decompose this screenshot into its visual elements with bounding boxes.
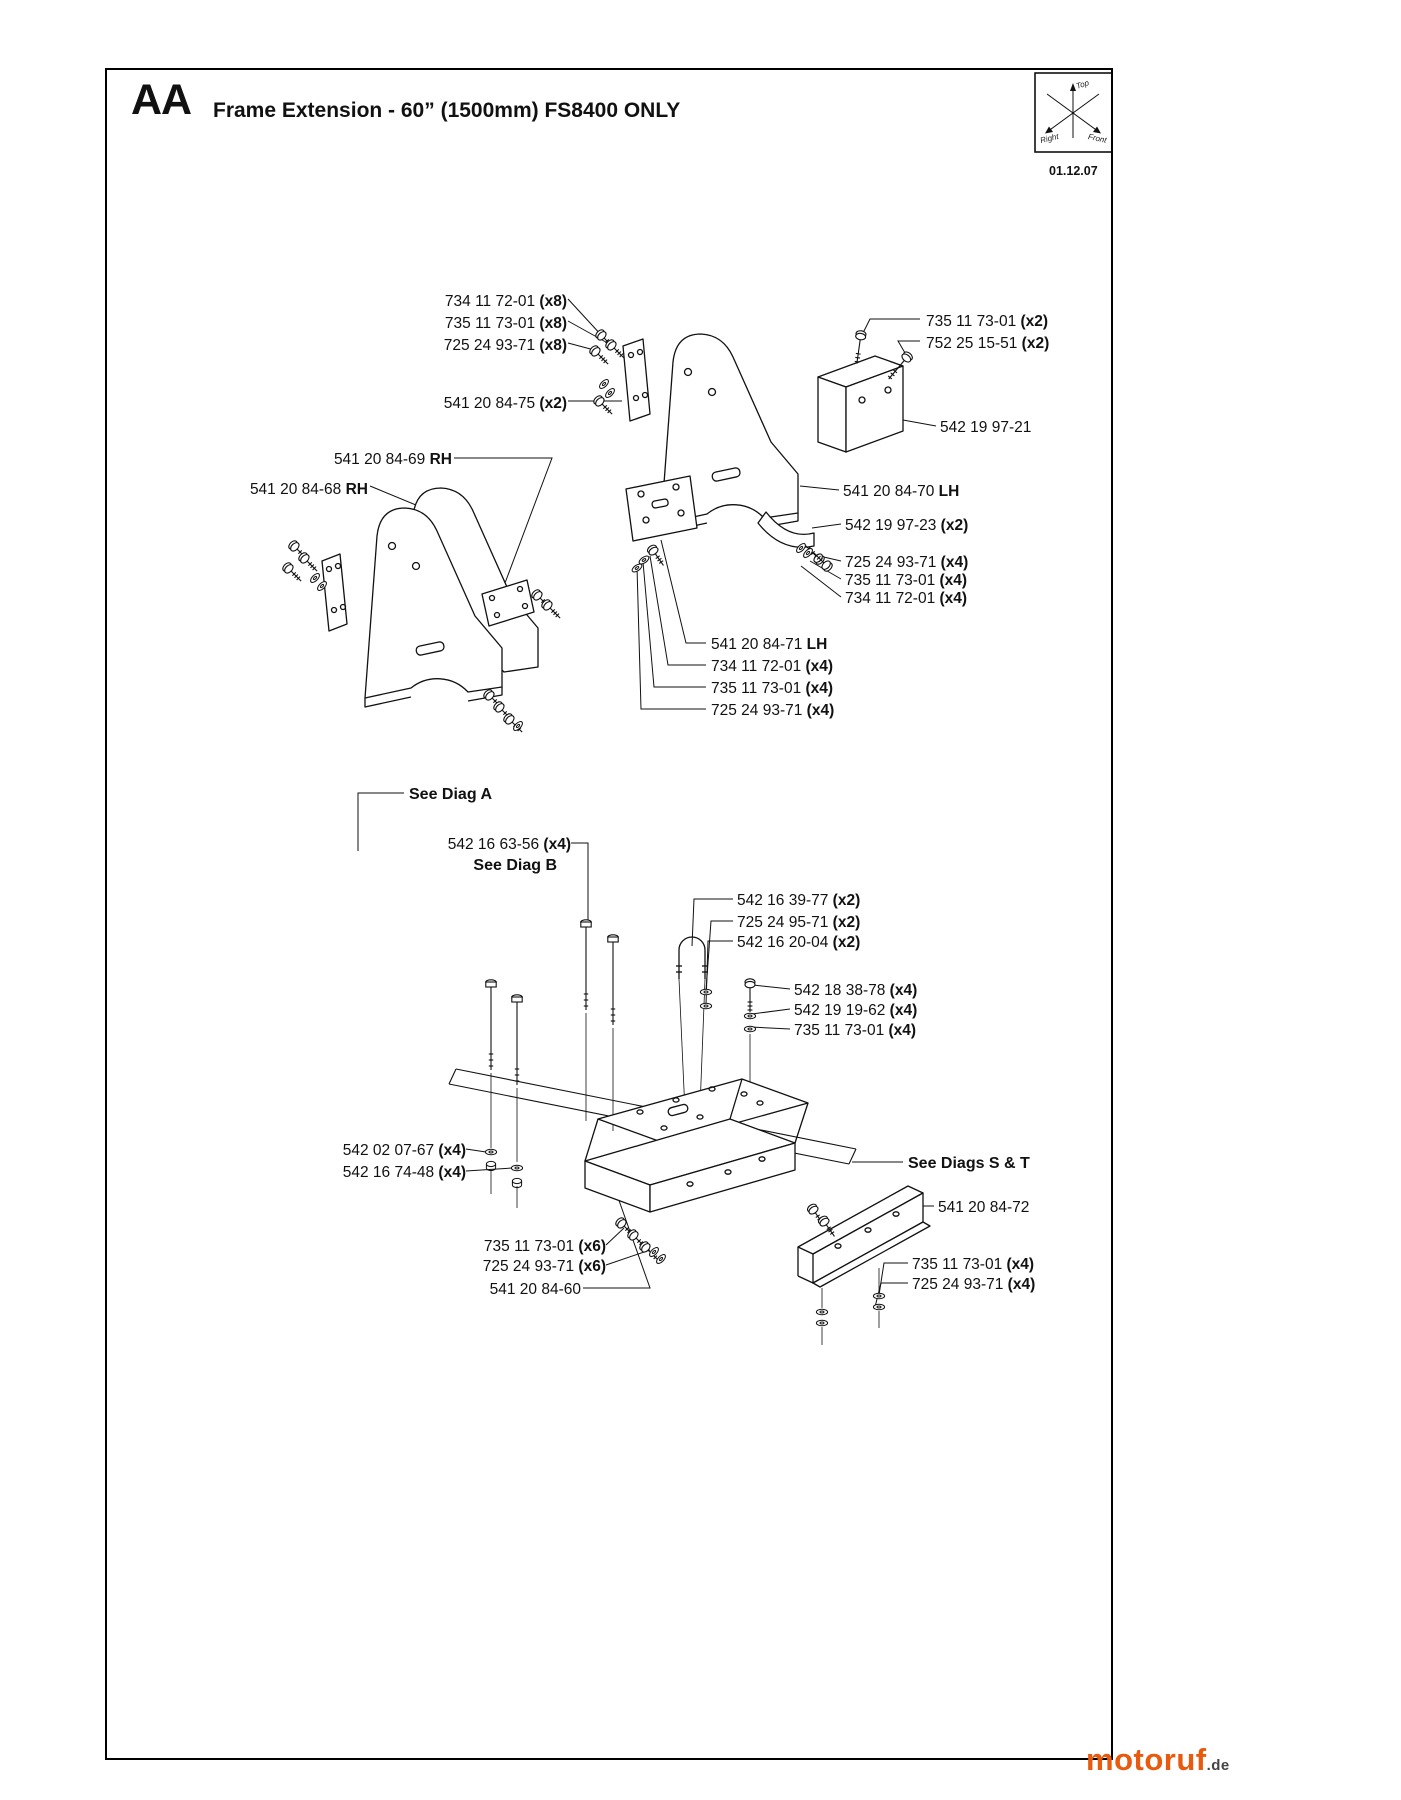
part-callout: 541 20 84-69 RH (333, 451, 452, 468)
part-callout: 725 24 93-71 (x6) (482, 1258, 606, 1275)
part-callout: 735 11 73-01 (x4) (794, 1022, 917, 1039)
part-callout: 725 24 93-71 (x4) (711, 702, 835, 719)
part-callout: 542 16 39-77 (x2) (737, 892, 861, 909)
part-callout: 734 11 72-01 (x4) (711, 658, 834, 675)
part-callout: 735 11 73-01 (x8) (444, 315, 567, 332)
watermark-brand: motoruf (1086, 1742, 1207, 1777)
section-code: AA (131, 76, 192, 124)
part-callout: 725 24 93-71 (x4) (845, 554, 969, 571)
plate-84-75 (622, 338, 651, 422)
part-callout: 541 20 84-60 (489, 1281, 581, 1298)
part-callout: 541 20 84-70 LH (843, 483, 960, 500)
part-callout: 725 24 93-71 (x4) (912, 1276, 1036, 1293)
page-title: Frame Extension - 60” (1500mm) FS8400 ON… (213, 99, 681, 122)
revision-date: 01.12.07 (1049, 164, 1098, 178)
channel-84-60 (584, 1078, 809, 1213)
part-callout: 735 11 73-01 (x4) (912, 1256, 1035, 1273)
bracket-84-72 (797, 1185, 931, 1288)
plate-inner-left (481, 579, 535, 627)
part-callout: 542 16 63-56 (x4) (447, 836, 571, 853)
part-callout: 542 18 38-78 (x4) (794, 982, 918, 999)
watermark-tld: .de (1206, 1757, 1230, 1774)
part-callout: 735 11 73-01 (x2) (926, 313, 1049, 330)
part-callout: 541 20 84-72 (938, 1199, 1030, 1216)
part-callout: 542 02 07-67 (x4) (342, 1142, 466, 1159)
part-callout: 735 11 73-01 (x4) (711, 680, 834, 697)
part-callout: 542 19 97-21 (940, 419, 1032, 436)
guard-rh-front (364, 507, 503, 708)
part-callout: 734 11 72-01 (x8) (444, 293, 567, 310)
strip-97-23 (757, 511, 815, 548)
diagram-reference: See Diag B (473, 857, 557, 874)
part-callout: 725 24 95-71 (x2) (737, 914, 861, 931)
plate-84-71 (625, 475, 698, 542)
alignment-lines (490, 978, 880, 1345)
part-callout: 542 16 20-04 (x2) (737, 934, 861, 951)
plate-left (321, 553, 348, 632)
page-border (105, 68, 1113, 1760)
bracket-97-21 (817, 355, 904, 453)
part-callout: 725 24 93-71 (x8) (443, 337, 567, 354)
part-callout: 542 16 74-48 (x4) (342, 1164, 466, 1181)
u-bolt (676, 936, 708, 979)
diagram-reference: See Diags S & T (908, 1155, 1030, 1172)
part-callout: 541 20 84-71 LH (711, 636, 828, 653)
part-callout: 735 11 73-01 (x4) (845, 572, 968, 589)
part-callout: 541 20 84-68 RH (249, 481, 368, 498)
part-callout: 541 20 84-75 (x2) (443, 395, 567, 412)
diagram-reference: See Diag A (409, 786, 492, 803)
part-callout: 734 11 72-01 (x4) (845, 590, 968, 607)
part-callout: 752 25 15-51 (x2) (926, 335, 1050, 352)
part-callout: 735 11 73-01 (x6) (483, 1238, 606, 1255)
part-callout: 542 19 97-23 (x2) (845, 517, 969, 534)
watermark: motoruf.de (1086, 1742, 1230, 1778)
part-callout: 542 19 19-62 (x4) (794, 1002, 918, 1019)
